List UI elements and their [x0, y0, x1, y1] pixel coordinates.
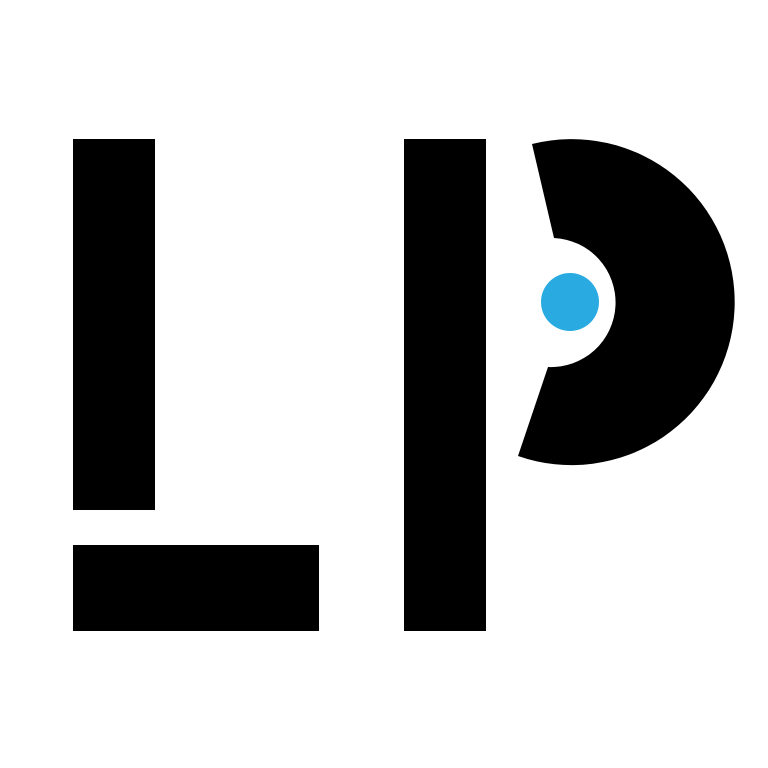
l-vertical-stem: [73, 139, 155, 510]
p-center-dot: [541, 273, 599, 331]
p-bowl-disc: [518, 139, 735, 466]
l-base-bar: [73, 545, 319, 631]
p-vertical-stem: [404, 139, 486, 631]
